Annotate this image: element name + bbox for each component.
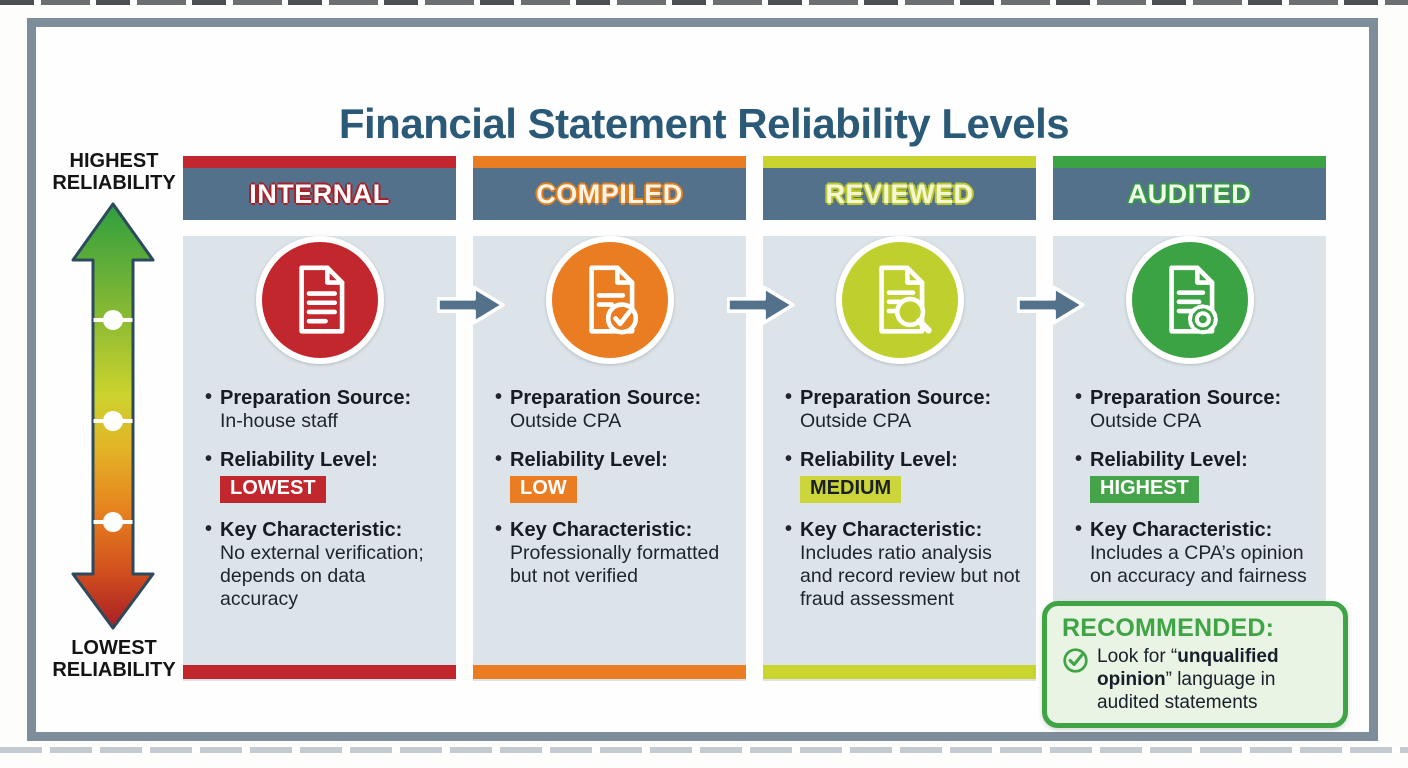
key-characteristic-label: Key Characteristic:: [220, 519, 403, 541]
preparation-source-item: Preparation Source: Outside CPA: [495, 386, 738, 433]
preparation-source-label: Preparation Source:: [800, 387, 992, 409]
reliability-level-label: Reliability Level:: [1090, 449, 1248, 471]
reliability-level-item: Reliability Level: HIGHEST: [1075, 448, 1318, 503]
key-characteristic-value: Includes ratio analysis and record revie…: [800, 542, 1021, 610]
reliability-badge: LOWEST: [220, 476, 326, 503]
reliability-level-label: Reliability Level:: [510, 449, 668, 471]
column-bullet-list: Preparation Source: Outside CPA Reliabil…: [763, 386, 1036, 611]
recommended-callout: RECOMMENDED: Look for “unqualified opini…: [1042, 601, 1348, 728]
recommended-row: Look for “unqualified opinion” language …: [1062, 645, 1331, 714]
document-check-icon: [545, 236, 674, 364]
column-bullet-list: Preparation Source: Outside CPA Reliabil…: [473, 386, 746, 588]
key-characteristic-value: Includes a CPA’s opinion on accuracy and…: [1090, 542, 1307, 587]
column-accent-stripe: [183, 665, 456, 679]
page-title: Financial Statement Reliability Levels: [338, 100, 1070, 148]
top-edge-decoration: [0, 0, 1408, 5]
document-magnifier-icon: [835, 236, 964, 364]
preparation-source-value: Outside CPA: [510, 410, 622, 432]
column-body: Preparation Source: In-house staff Relia…: [183, 236, 456, 681]
column-header: REVIEWED: [763, 168, 1036, 220]
column-header: INTERNAL: [183, 168, 456, 220]
reliability-level-item: Reliability Level: LOW: [495, 448, 738, 503]
column-reviewed: REVIEWED Preparation Source: Outside CPA…: [763, 156, 1036, 681]
key-characteristic-item: Key Characteristic: Includes a CPA’s opi…: [1075, 518, 1318, 588]
flow-arrow-icon: [437, 285, 505, 325]
scale-bottom-label: LOWEST RELIABILITY: [52, 637, 176, 681]
key-characteristic-value: Professionally formatted but not verifie…: [510, 542, 720, 587]
preparation-source-label: Preparation Source:: [1090, 387, 1282, 409]
preparation-source-value: Outside CPA: [800, 410, 912, 432]
key-characteristic-label: Key Characteristic:: [510, 519, 693, 541]
column-body: Preparation Source: Outside CPA Reliabil…: [763, 236, 1036, 681]
column-bullet-list: Preparation Source: Outside CPA Reliabil…: [1053, 386, 1326, 588]
preparation-source-item: Preparation Source: Outside CPA: [785, 386, 1028, 433]
key-characteristic-label: Key Characteristic:: [1090, 519, 1273, 541]
key-characteristic-value: No external verification; depends on dat…: [220, 542, 424, 610]
column-accent-stripe: [183, 156, 456, 168]
column-accent-stripe: [763, 665, 1036, 679]
reliability-badge: LOW: [510, 476, 577, 503]
column-title: COMPILED: [536, 178, 683, 209]
preparation-source-value: In-house staff: [220, 410, 338, 432]
bottom-edge-decoration: [0, 747, 1408, 753]
reliability-level-item: Reliability Level: LOWEST: [205, 448, 448, 503]
check-circle-icon: [1063, 648, 1088, 673]
key-characteristic-item: Key Characteristic: Includes ratio analy…: [785, 518, 1028, 611]
reliability-badge: MEDIUM: [800, 476, 902, 503]
preparation-source-label: Preparation Source:: [220, 387, 412, 409]
column-title: REVIEWED: [825, 178, 974, 209]
column-header: AUDITED: [1053, 168, 1326, 220]
column-bullet-list: Preparation Source: In-house staff Relia…: [183, 386, 456, 611]
column-accent-stripe: [763, 156, 1036, 168]
column-compiled: COMPILED Preparation Source: Outside CPA…: [473, 156, 746, 681]
gradient-double-arrow-icon: [71, 202, 155, 630]
recommended-title: RECOMMENDED:: [1062, 614, 1275, 642]
recommended-text-prefix: Look for “: [1097, 646, 1178, 667]
column-internal: INTERNAL Preparation Source: In-house st…: [183, 156, 456, 681]
key-characteristic-item: Key Characteristic: No external verifica…: [205, 518, 448, 611]
flow-arrow-icon: [727, 285, 795, 325]
scale-top-label: HIGHEST RELIABILITY: [52, 150, 176, 194]
recommended-text-suffix: ” language in audited statements: [1097, 669, 1276, 713]
document-seal-icon: [1125, 236, 1254, 364]
flow-arrow-icon: [1017, 285, 1085, 325]
preparation-source-item: Preparation Source: In-house staff: [205, 386, 448, 433]
recommended-text: Look for “unqualified opinion” language …: [1097, 645, 1331, 714]
preparation-source-value: Outside CPA: [1090, 410, 1202, 432]
column-accent-stripe: [473, 665, 746, 679]
column-accent-stripe: [1053, 156, 1326, 168]
key-characteristic-label: Key Characteristic:: [800, 519, 983, 541]
reliability-level-label: Reliability Level:: [800, 449, 958, 471]
key-characteristic-item: Key Characteristic: Professionally forma…: [495, 518, 738, 588]
column-title: INTERNAL: [249, 178, 390, 209]
preparation-source-label: Preparation Source:: [510, 387, 702, 409]
recommended-text-bold: unqualified opinion: [1097, 646, 1279, 690]
reliability-level-item: Reliability Level: MEDIUM: [785, 448, 1028, 503]
column-accent-stripe: [473, 156, 746, 168]
column-body: Preparation Source: Outside CPA Reliabil…: [473, 236, 746, 681]
document-icon: [255, 236, 384, 364]
reliability-level-label: Reliability Level:: [220, 449, 378, 471]
column-header: COMPILED: [473, 168, 746, 220]
preparation-source-item: Preparation Source: Outside CPA: [1075, 386, 1318, 433]
column-title: AUDITED: [1127, 178, 1252, 209]
reliability-badge: HIGHEST: [1090, 476, 1199, 503]
